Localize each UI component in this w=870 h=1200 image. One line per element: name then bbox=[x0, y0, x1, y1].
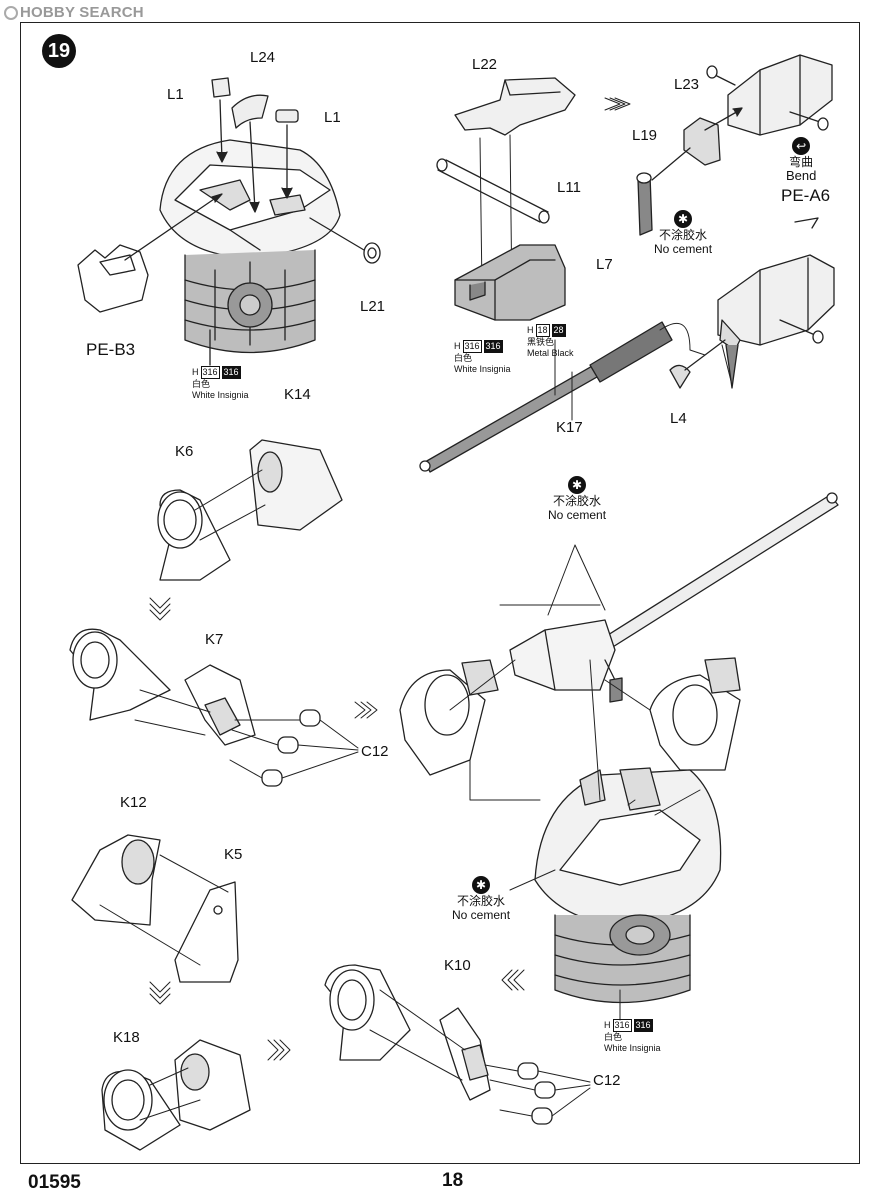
bend-cn: 弯曲 bbox=[789, 155, 814, 169]
bend-icon: ↩ bbox=[792, 137, 811, 155]
k10-subassembly bbox=[324, 964, 591, 1125]
label-K14: K14 bbox=[284, 386, 311, 403]
label-L1-right: L1 bbox=[324, 109, 341, 126]
page-frame bbox=[20, 22, 860, 1164]
label-L21: L21 bbox=[360, 298, 386, 315]
label-C12-upper: C12 bbox=[361, 743, 389, 760]
mount-top-right bbox=[604, 54, 835, 389]
no-cement-en: No cement bbox=[654, 242, 713, 256]
product-code: 01595 bbox=[28, 1172, 81, 1193]
watermark-logo-icon bbox=[4, 6, 18, 20]
label-K17: K17 bbox=[556, 419, 583, 436]
label-K10: K10 bbox=[444, 957, 471, 974]
no-cement-en: No cement bbox=[548, 508, 607, 522]
label-K6: K6 bbox=[175, 443, 194, 460]
no-cement-note-middle: ✱ 不涂胶水 No cement bbox=[548, 476, 606, 522]
k7-subassembly bbox=[69, 628, 359, 787]
no-cement-cn: 不涂胶水 bbox=[457, 894, 506, 908]
bend-en: Bend bbox=[786, 168, 817, 183]
no-cement-note-top: ✱ 不涂胶水 No cement bbox=[654, 210, 712, 256]
label-K12: K12 bbox=[120, 794, 147, 811]
k18-subassembly bbox=[101, 1039, 251, 1151]
label-L24: L24 bbox=[250, 49, 276, 66]
page-number: 18 bbox=[442, 1170, 464, 1191]
label-K7: K7 bbox=[205, 631, 224, 648]
label-C12-lower: C12 bbox=[593, 1072, 621, 1089]
step-number-badge: 19 bbox=[42, 34, 76, 68]
label-L1-left: L1 bbox=[167, 86, 184, 103]
k12-k5-subassembly bbox=[71, 834, 239, 983]
watermark: HOBBY SEARCH bbox=[4, 4, 144, 21]
no-cement-icon: ✱ bbox=[568, 476, 587, 494]
label-L7: L7 bbox=[596, 256, 613, 273]
turret-top-left bbox=[77, 77, 381, 366]
no-cement-cn: 不涂胶水 bbox=[659, 228, 708, 242]
label-K5: K5 bbox=[224, 846, 243, 863]
label-L4: L4 bbox=[670, 410, 687, 427]
gun-assembly-top-middle bbox=[419, 77, 706, 473]
label-PE-A6: PE-A6 bbox=[781, 186, 831, 205]
no-cement-icon: ✱ bbox=[472, 876, 491, 894]
label-L22: L22 bbox=[472, 56, 498, 73]
label-L11: L11 bbox=[557, 179, 581, 196]
no-cement-icon: ✱ bbox=[674, 210, 693, 228]
label-L23: L23 bbox=[674, 76, 700, 93]
label-PE-B3: PE-B3 bbox=[86, 340, 136, 359]
main-assembly-right bbox=[399, 492, 839, 1021]
label-K18: K18 bbox=[113, 1029, 140, 1046]
no-cement-en: No cement bbox=[452, 908, 511, 922]
label-L19: L19 bbox=[632, 127, 658, 144]
bend-note: ↩ 弯曲 Bend bbox=[786, 137, 816, 183]
no-cement-note-bottom: ✱ 不涂胶水 No cement bbox=[452, 876, 510, 922]
no-cement-cn: 不涂胶水 bbox=[553, 494, 602, 508]
k14-k6-subassembly bbox=[157, 439, 343, 581]
